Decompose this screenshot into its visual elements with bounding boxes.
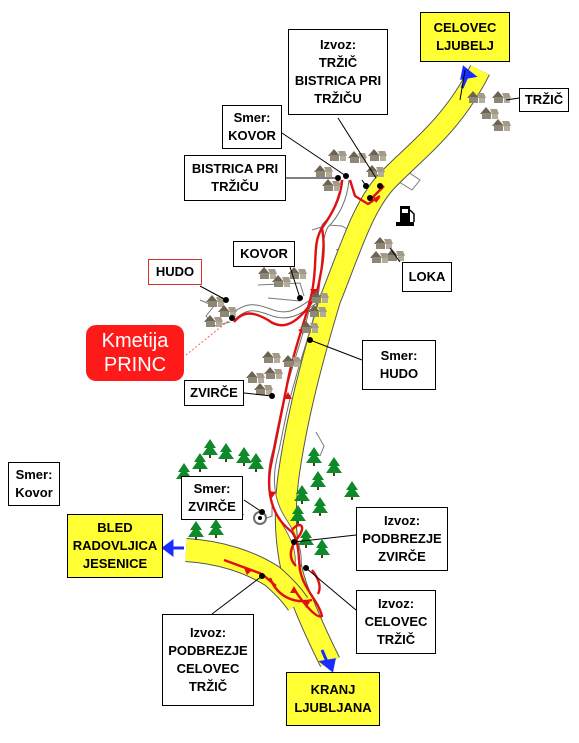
label-smer-kovor-2: Smer:Kovor <box>8 462 60 506</box>
label-hudo: HUDO <box>148 259 202 285</box>
fuel-station-icon <box>396 206 415 226</box>
label-zvirce: ZVIRČE <box>184 380 244 406</box>
direction-arrow-icon <box>161 65 478 673</box>
label-smer-zvirce: Smer:ZVIRČE <box>181 476 243 520</box>
label-smer-hudo: Smer:HUDO <box>362 340 436 390</box>
label-trzic: TRŽIČ <box>519 88 569 112</box>
label-smer-kovor: Smer:KOVOR <box>222 105 282 149</box>
label-loka: LOKA <box>402 262 452 292</box>
label-kovor: KOVOR <box>233 241 295 267</box>
